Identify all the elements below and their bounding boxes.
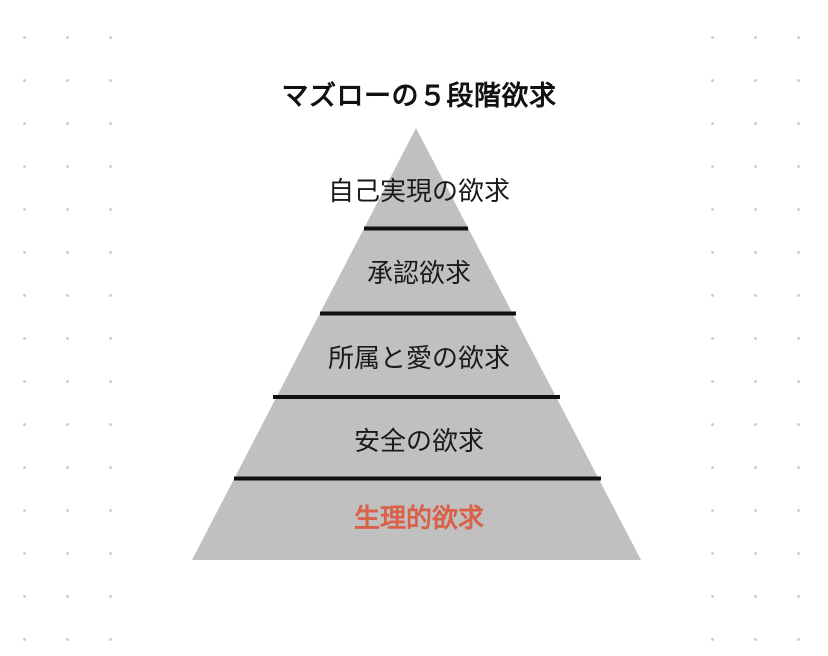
pyramid-shape bbox=[192, 128, 641, 560]
level-label-safety: 安全の欲求 bbox=[353, 427, 484, 457]
level-label-physiological: 生理的欲求 bbox=[353, 504, 484, 534]
level-label-love-belonging: 所属と愛の欲求 bbox=[327, 344, 510, 374]
diagram-title: マズローの５段階欲求 bbox=[281, 81, 557, 112]
level-label-self-actualization: 自己実現の欲求 bbox=[327, 177, 510, 207]
level-label-esteem: 承認欲求 bbox=[366, 259, 471, 289]
